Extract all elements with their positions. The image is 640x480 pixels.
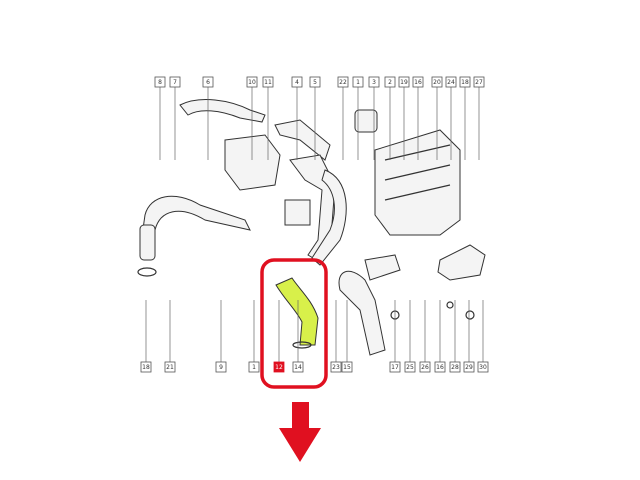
part-label-17: 17 (389, 361, 401, 373)
part-number: 25 (406, 364, 414, 371)
part-number: 28 (451, 364, 459, 371)
part-label-1: 1 (352, 76, 364, 88)
hose-12-highlighted (275, 277, 319, 346)
part-label-16: 16 (412, 76, 424, 88)
part-number: 30 (479, 364, 487, 371)
leader-lines (145, 82, 484, 367)
clamp-18 (137, 267, 157, 277)
part-number: 12 (275, 364, 283, 371)
part-label-6: 6 (202, 76, 214, 88)
part-label-14: 14 (292, 361, 304, 373)
part-label-1: 1 (248, 361, 260, 373)
part-number: 16 (414, 79, 422, 86)
part-label-12: 12 (273, 361, 285, 373)
part-label-28: 28 (449, 361, 461, 373)
part-number: 6 (206, 79, 210, 86)
part-number: 18 (461, 79, 469, 86)
part-label-7: 7 (169, 76, 181, 88)
part-label-5: 5 (309, 76, 321, 88)
part-number: 14 (294, 364, 302, 371)
part-label-3: 3 (368, 76, 380, 88)
part-number: 29 (465, 364, 473, 371)
part-number: 2 (388, 79, 392, 86)
part-label-29: 29 (463, 361, 475, 373)
part-label-2: 2 (384, 76, 396, 88)
part-number: 21 (166, 364, 174, 371)
bracket (284, 199, 311, 226)
part-number: 11 (264, 79, 272, 86)
part-number: 5 (313, 79, 317, 86)
turbo-assembly (224, 134, 281, 191)
part-number: 19 (400, 79, 408, 86)
part-number: 16 (436, 364, 444, 371)
part-number: 10 (248, 79, 256, 86)
engine-detail (384, 144, 451, 201)
engine-block (374, 129, 461, 236)
part-label-20: 20 (431, 76, 443, 88)
part-number: 15 (343, 364, 351, 371)
part-number: 9 (219, 364, 223, 371)
part-label-15: 15 (341, 361, 353, 373)
part-label-8: 8 (154, 76, 166, 88)
hose-4 (274, 119, 331, 161)
part-label-27: 27 (473, 76, 485, 88)
part-number: 1 (356, 79, 360, 86)
part-number: 8 (158, 79, 162, 86)
pipe-6 (179, 99, 266, 123)
part-number: 1 (252, 364, 256, 371)
part-label-10: 10 (246, 76, 258, 88)
part-label-30: 30 (477, 361, 489, 373)
down-arrow-icon (279, 402, 321, 462)
part-label-22: 22 (337, 76, 349, 88)
hose-17 (364, 254, 401, 281)
part-label-25: 25 (404, 361, 416, 373)
clip-29 (465, 310, 475, 320)
clamp-14 (292, 341, 312, 349)
part-label-4: 4 (291, 76, 303, 88)
part-number: 24 (447, 79, 455, 86)
part-number: 23 (332, 364, 340, 371)
line-art (137, 99, 486, 356)
part-label-18: 18 (459, 76, 471, 88)
clip-28 (446, 301, 454, 309)
pipe-23 (311, 169, 347, 266)
part-label-24: 24 (445, 76, 457, 88)
part-label-26: 26 (419, 361, 431, 373)
hose-19 (139, 224, 156, 261)
part-label-16: 16 (434, 361, 446, 373)
pipe-9 (139, 195, 251, 251)
part-number: 18 (142, 364, 150, 371)
part-number: 27 (475, 79, 483, 86)
part-number: 4 (295, 79, 299, 86)
part-number: 26 (421, 364, 429, 371)
part-label-19: 19 (398, 76, 410, 88)
part-number: 3 (372, 79, 376, 86)
part-label-18: 18 (140, 361, 152, 373)
cover-27 (437, 244, 486, 281)
sensor-3 (354, 109, 378, 133)
part-label-21: 21 (164, 361, 176, 373)
part-number: 20 (433, 79, 441, 86)
pipe-15 (338, 270, 386, 356)
part-number: 17 (391, 364, 399, 371)
part-number: 22 (339, 79, 347, 86)
part-number: 7 (173, 79, 177, 86)
part-label-9: 9 (215, 361, 227, 373)
part-label-23: 23 (330, 361, 342, 373)
part-label-11: 11 (262, 76, 274, 88)
highlight-outline (260, 258, 328, 389)
